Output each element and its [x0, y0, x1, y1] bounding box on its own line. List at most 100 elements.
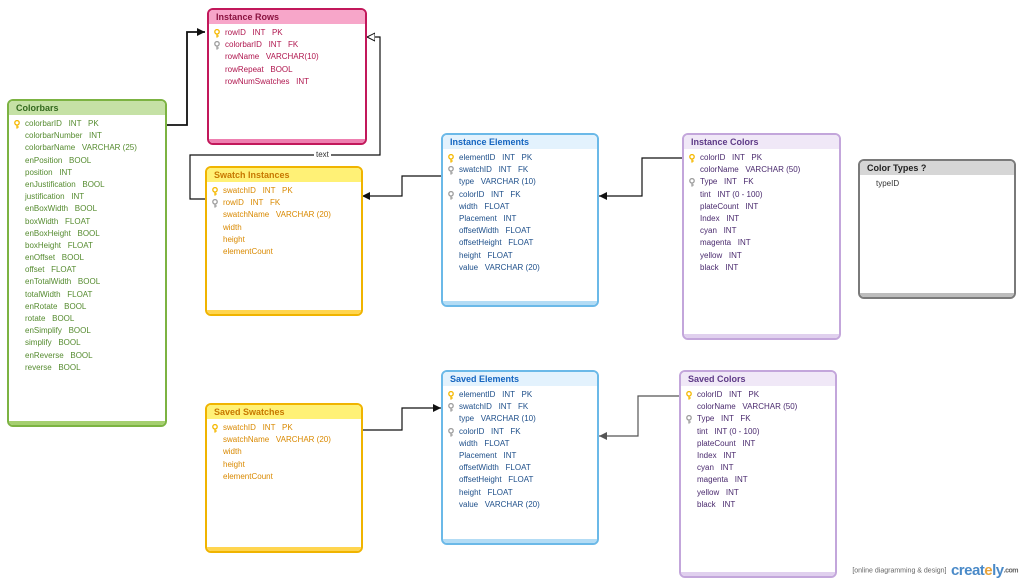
- field-text: width: [223, 222, 242, 232]
- field-text: height FLOAT: [459, 487, 513, 497]
- field-text: width: [223, 447, 242, 457]
- foreign-key-icon: [212, 199, 218, 208]
- field-row: enJustification BOOL: [9, 179, 165, 191]
- field-text: rowName VARCHAR(10): [225, 52, 319, 62]
- entity-title: Saved Elements: [443, 372, 597, 386]
- foreign-key-icon: [214, 41, 220, 50]
- field-list: typeID: [860, 175, 1014, 190]
- entity-color-types[interactable]: Color Types ? typeID: [858, 159, 1016, 299]
- field-row: enOffset BOOL: [9, 252, 165, 264]
- branding-tagline: [online diagramming & design]: [852, 567, 947, 575]
- field-text: elementCount: [223, 471, 273, 481]
- field-text: Type INT FK: [697, 414, 751, 424]
- link-swatch-instances-to-instance-rows: [189, 37, 381, 200]
- field-text: yellow INT: [697, 487, 739, 497]
- field-row: cyan INT: [684, 225, 839, 237]
- field-row: width FLOAT: [443, 201, 597, 213]
- field-row: Index INT: [684, 213, 839, 225]
- field-row: enRotate BOOL: [9, 301, 165, 313]
- field-row: yellow INT: [681, 487, 835, 499]
- field-text: colorID INT FK: [459, 426, 521, 436]
- link-colorbars-to-instance-rows: [166, 28, 205, 126]
- field-row: totalWidth FLOAT: [9, 289, 165, 301]
- field-row: rowNumSwatches INT: [209, 76, 365, 88]
- field-text: elementID INT PK: [459, 153, 533, 162]
- field-text: colorName VARCHAR (50): [697, 402, 798, 412]
- link-saved-swatches-to-saved-elements: [362, 404, 441, 431]
- field-text: enRotate BOOL: [25, 301, 87, 311]
- entity-footer: [207, 547, 361, 551]
- field-text: magenta INT: [697, 475, 748, 485]
- field-row: cyan INT: [681, 462, 835, 474]
- field-row: enReverse BOOL: [9, 350, 165, 362]
- field-text: rowRepeat BOOL: [225, 64, 293, 74]
- field-text: enTotalWidth BOOL: [25, 277, 101, 287]
- field-text: typeID: [876, 179, 900, 188]
- field-row: offsetHeight FLOAT: [443, 474, 597, 486]
- connector-label: text: [314, 150, 331, 160]
- field-text: black INT: [697, 499, 736, 509]
- entity-title: Instance Colors: [684, 135, 839, 149]
- field-row: colorName VARCHAR (50): [684, 164, 839, 176]
- field-row: colorName VARCHAR (50): [681, 401, 835, 413]
- field-row: value VARCHAR (20): [443, 499, 597, 511]
- primary-key-icon: [686, 391, 692, 400]
- entity-footer: [681, 572, 835, 576]
- field-row: tint INT (0 - 100): [684, 189, 839, 201]
- field-row: black INT: [681, 499, 835, 511]
- field-row: Placement INT: [443, 213, 597, 225]
- field-text: totalWidth FLOAT: [25, 289, 93, 299]
- field-text: position INT: [25, 167, 73, 177]
- field-row: swatchID INT PK: [207, 185, 361, 197]
- field-text: offsetHeight FLOAT: [459, 238, 534, 248]
- field-row: colorbarName VARCHAR (25): [9, 142, 165, 154]
- primary-key-icon: [14, 120, 20, 129]
- field-row: boxHeight FLOAT: [9, 240, 165, 252]
- field-row: height: [207, 459, 361, 471]
- field-text: justification INT: [25, 192, 85, 202]
- field-text: magenta INT: [700, 238, 751, 248]
- creately-branding[interactable]: [online diagramming & design] creately.c…: [852, 562, 1018, 580]
- field-row: swatchName VARCHAR (20): [207, 209, 361, 221]
- field-text: type VARCHAR (10): [459, 177, 536, 187]
- foreign-key-icon: [448, 190, 454, 200]
- entity-title: Swatch Instances: [207, 168, 361, 182]
- field-text: enOffset BOOL: [25, 253, 84, 263]
- field-row: swatchID INT FK: [443, 401, 597, 413]
- field-row: colorbarID INT FK: [209, 39, 365, 51]
- field-row: colorbarNumber INT: [9, 130, 165, 142]
- field-row: Index INT: [681, 450, 835, 462]
- field-text: offsetHeight FLOAT: [459, 475, 534, 485]
- entity-footer: [209, 139, 365, 143]
- field-row: typeID: [860, 178, 1014, 190]
- primary-key-icon: [212, 187, 218, 196]
- field-text: simplify BOOL: [25, 338, 81, 348]
- field-text: Index INT: [697, 450, 737, 460]
- field-row: offsetWidth FLOAT: [443, 462, 597, 474]
- primary-key-icon: [689, 154, 695, 163]
- field-row: rowRepeat BOOL: [209, 64, 365, 76]
- primary-key-icon: [212, 424, 218, 433]
- field-list: elementID INT PK swatchID INT FK type VARC…: [443, 149, 597, 274]
- field-row: position INT: [9, 167, 165, 179]
- field-row: height: [207, 234, 361, 246]
- field-text: height: [223, 459, 245, 469]
- field-row: height FLOAT: [443, 487, 597, 499]
- field-text: Type INT FK: [700, 177, 754, 187]
- field-text: colorbarNumber INT: [25, 131, 102, 141]
- field-row: swatchID INT FK: [443, 164, 597, 176]
- field-text: swatchID INT FK: [459, 165, 529, 175]
- field-text: colorbarID INT PK: [25, 119, 99, 128]
- primary-key-icon: [448, 391, 454, 400]
